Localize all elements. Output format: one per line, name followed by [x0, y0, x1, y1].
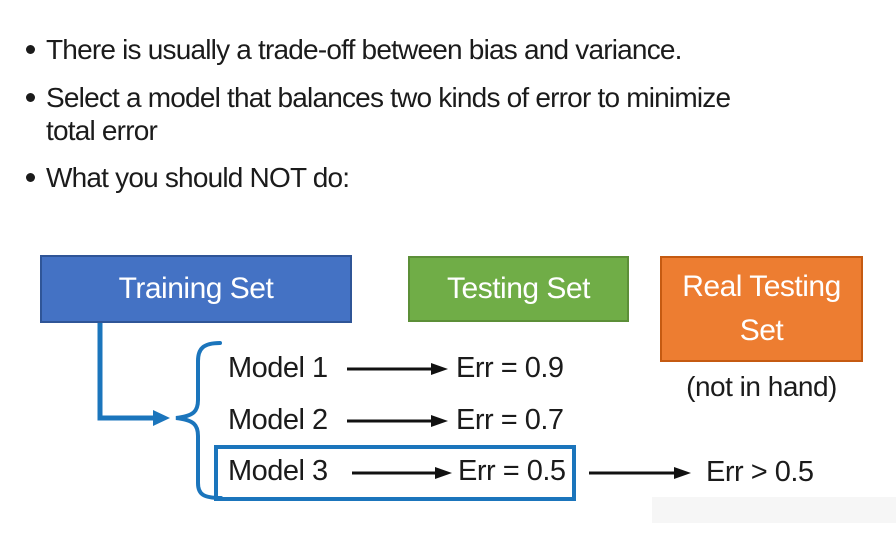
- arrow-model2-head-icon: [431, 415, 448, 427]
- testing-set-label: Testing Set: [447, 272, 590, 305]
- training-set-box: Training Set: [40, 255, 352, 323]
- model-3-error: Err = 0.5: [458, 455, 566, 487]
- model-1-error: Err = 0.9: [456, 352, 564, 384]
- testing-set-box: Testing Set: [408, 256, 629, 322]
- bullet-2-text-line2: total error: [46, 115, 158, 146]
- training-set-label: Training Set: [118, 272, 274, 305]
- bullet-3-text: What you should NOT do:: [46, 162, 350, 193]
- faint-artifact-rectangle: [652, 497, 896, 523]
- not-in-hand-note: (not in hand): [686, 371, 837, 402]
- bullet-1-text: There is usually a trade-off between bia…: [46, 34, 682, 65]
- model-3-label: Model 3: [228, 455, 328, 487]
- arrow-real-head-icon: [674, 467, 691, 479]
- arrow-model3-head-icon: [435, 467, 452, 479]
- real-testing-set-box: Real Testing Set: [660, 256, 863, 362]
- bullet-dot: [26, 45, 35, 54]
- model-3-highlight-box: [214, 445, 576, 501]
- training-connector-line: [97, 322, 155, 421]
- arrow-model1-head-icon: [431, 363, 448, 375]
- real-testing-set-label: Real Testing Set: [682, 270, 841, 347]
- training-connector-arrowhead-icon: [153, 410, 170, 426]
- bullet-dot: [26, 93, 35, 102]
- model-2-error: Err = 0.7: [456, 404, 564, 436]
- real-testing-error-label: Err > 0.5: [706, 456, 814, 488]
- model-2-label: Model 2: [228, 404, 328, 436]
- bullet-dot: [26, 173, 35, 182]
- curly-brace-icon: [175, 341, 223, 500]
- model-1-label: Model 1: [228, 352, 328, 384]
- bullet-2-text-line1: Select a model that balances two kinds o…: [46, 82, 731, 113]
